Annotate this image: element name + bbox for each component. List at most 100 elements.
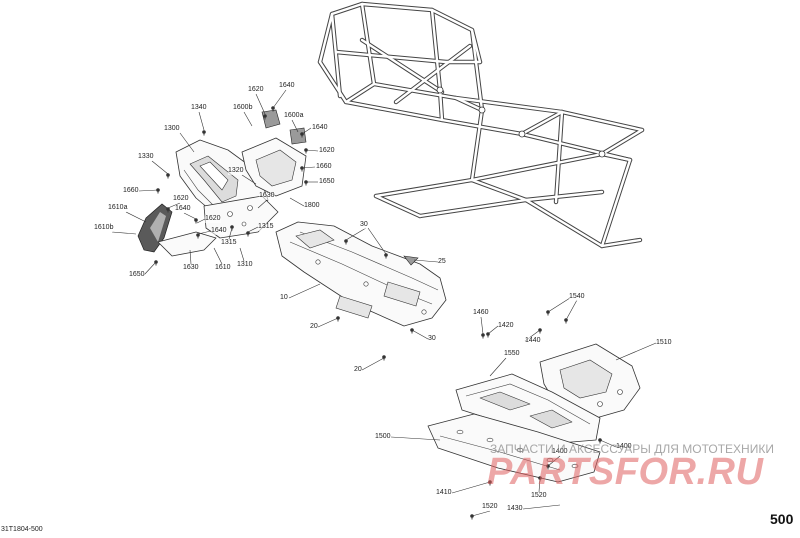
page-number: 500	[770, 511, 794, 527]
leader-lines	[111, 89, 657, 517]
bolt	[156, 188, 160, 194]
frame-tube	[554, 110, 564, 204]
frame-tube	[454, 96, 484, 112]
callout-label: 1410	[436, 489, 452, 497]
callout-label: 1620	[173, 195, 189, 203]
leader-line	[189, 249, 192, 265]
bolt-head	[271, 106, 275, 110]
callout-label: 1630	[183, 264, 199, 272]
frame-tube	[600, 128, 644, 156]
main-skid-plate	[427, 413, 601, 483]
callout-label: 1315	[258, 223, 274, 231]
callout-label: 1660	[316, 163, 332, 171]
leader-line	[179, 132, 195, 153]
leader-line	[547, 455, 561, 467]
center-plate-recess	[295, 229, 335, 249]
callout-label: 1540	[569, 293, 585, 301]
leader-line	[255, 93, 266, 115]
bolt-head	[336, 316, 340, 320]
bolt	[344, 239, 348, 245]
callout-label: 1640	[312, 124, 328, 132]
frame-tube	[600, 158, 632, 248]
bolt-head	[486, 332, 490, 336]
callout-label: 1610a	[108, 204, 128, 212]
main-plate-hole	[546, 457, 554, 463]
callout-label: 1520	[531, 492, 547, 500]
leader-line	[151, 160, 169, 175]
bolt-head	[166, 173, 170, 177]
bolt-head	[194, 218, 198, 222]
callout-label: 1630	[259, 192, 275, 200]
rear-plate-hole	[617, 389, 623, 395]
callout-label: 1520	[482, 503, 498, 511]
center-plate-hole	[421, 309, 427, 315]
frame-tube	[470, 28, 484, 112]
leader-line	[565, 299, 578, 321]
bolt	[154, 260, 158, 266]
watermark-tagline: ЗАПЧАСТИ И АКСЕССУАРЫ ДЛЯ МОТОТЕХНИКИ	[490, 442, 774, 456]
bolt	[538, 328, 542, 334]
callout-label: 1400	[616, 443, 632, 451]
frame-tube	[438, 88, 444, 122]
bolt-head	[246, 231, 250, 235]
leader-line	[413, 259, 439, 263]
bolt	[538, 476, 542, 482]
bolt-head	[546, 310, 550, 314]
leader-line	[345, 227, 367, 241]
leader-line	[471, 510, 491, 517]
bolt	[481, 333, 485, 339]
frame-tube	[344, 82, 376, 104]
bolt	[166, 173, 170, 179]
middle-plate-rib	[465, 383, 591, 425]
leader-line	[196, 218, 206, 224]
callout-label: 1640	[175, 205, 191, 213]
side-guard-highlight	[150, 212, 166, 242]
bolt-head	[470, 514, 474, 518]
skid-plate-hole	[247, 205, 253, 211]
frame-tube	[430, 8, 442, 92]
callout-label: 20	[354, 366, 362, 374]
callout-label: 1320	[228, 167, 244, 175]
bolt	[384, 253, 388, 259]
bolt-head	[263, 114, 267, 118]
middle-plate-slot	[529, 409, 573, 429]
callout-label: 1510	[656, 339, 672, 347]
leader-line	[167, 202, 181, 209]
callout-label: 1550	[504, 350, 520, 358]
callout-label: 1430	[507, 505, 523, 513]
center-plate-recess	[383, 281, 421, 307]
leader-line	[243, 111, 253, 127]
frame-tube	[374, 152, 632, 198]
frame-tube	[374, 194, 422, 218]
bolt	[263, 114, 267, 120]
callout-label: 1610b	[94, 224, 114, 232]
leader-line	[138, 189, 159, 192]
bolt	[564, 318, 568, 324]
bolt	[202, 130, 206, 136]
bolt	[230, 225, 234, 231]
leader-line	[361, 357, 385, 371]
bolt-head	[538, 476, 542, 480]
main-plate-hole	[571, 463, 579, 469]
main-plate-hole	[486, 437, 494, 443]
frame-bushings	[436, 86, 606, 158]
leader-line	[289, 197, 305, 207]
bolt-head	[230, 225, 234, 229]
main-plate-rib	[439, 435, 561, 471]
leader-line	[198, 111, 205, 131]
bolt	[546, 310, 550, 316]
vehicle-frame-inner	[318, 2, 644, 248]
bolt-head	[300, 132, 304, 136]
callout-label: 30	[360, 221, 368, 229]
center-plate-hole	[315, 259, 321, 265]
frame-bushing	[518, 130, 526, 138]
bolt	[166, 207, 170, 213]
callout-label: 20	[310, 323, 318, 331]
leader-line	[125, 211, 147, 223]
leader-line	[305, 149, 319, 152]
callout-label: 1640	[279, 82, 295, 90]
bolt-head	[488, 480, 492, 484]
callout-label: 1610	[215, 264, 231, 272]
frame-tube	[394, 44, 472, 104]
frame-tube	[470, 108, 484, 182]
